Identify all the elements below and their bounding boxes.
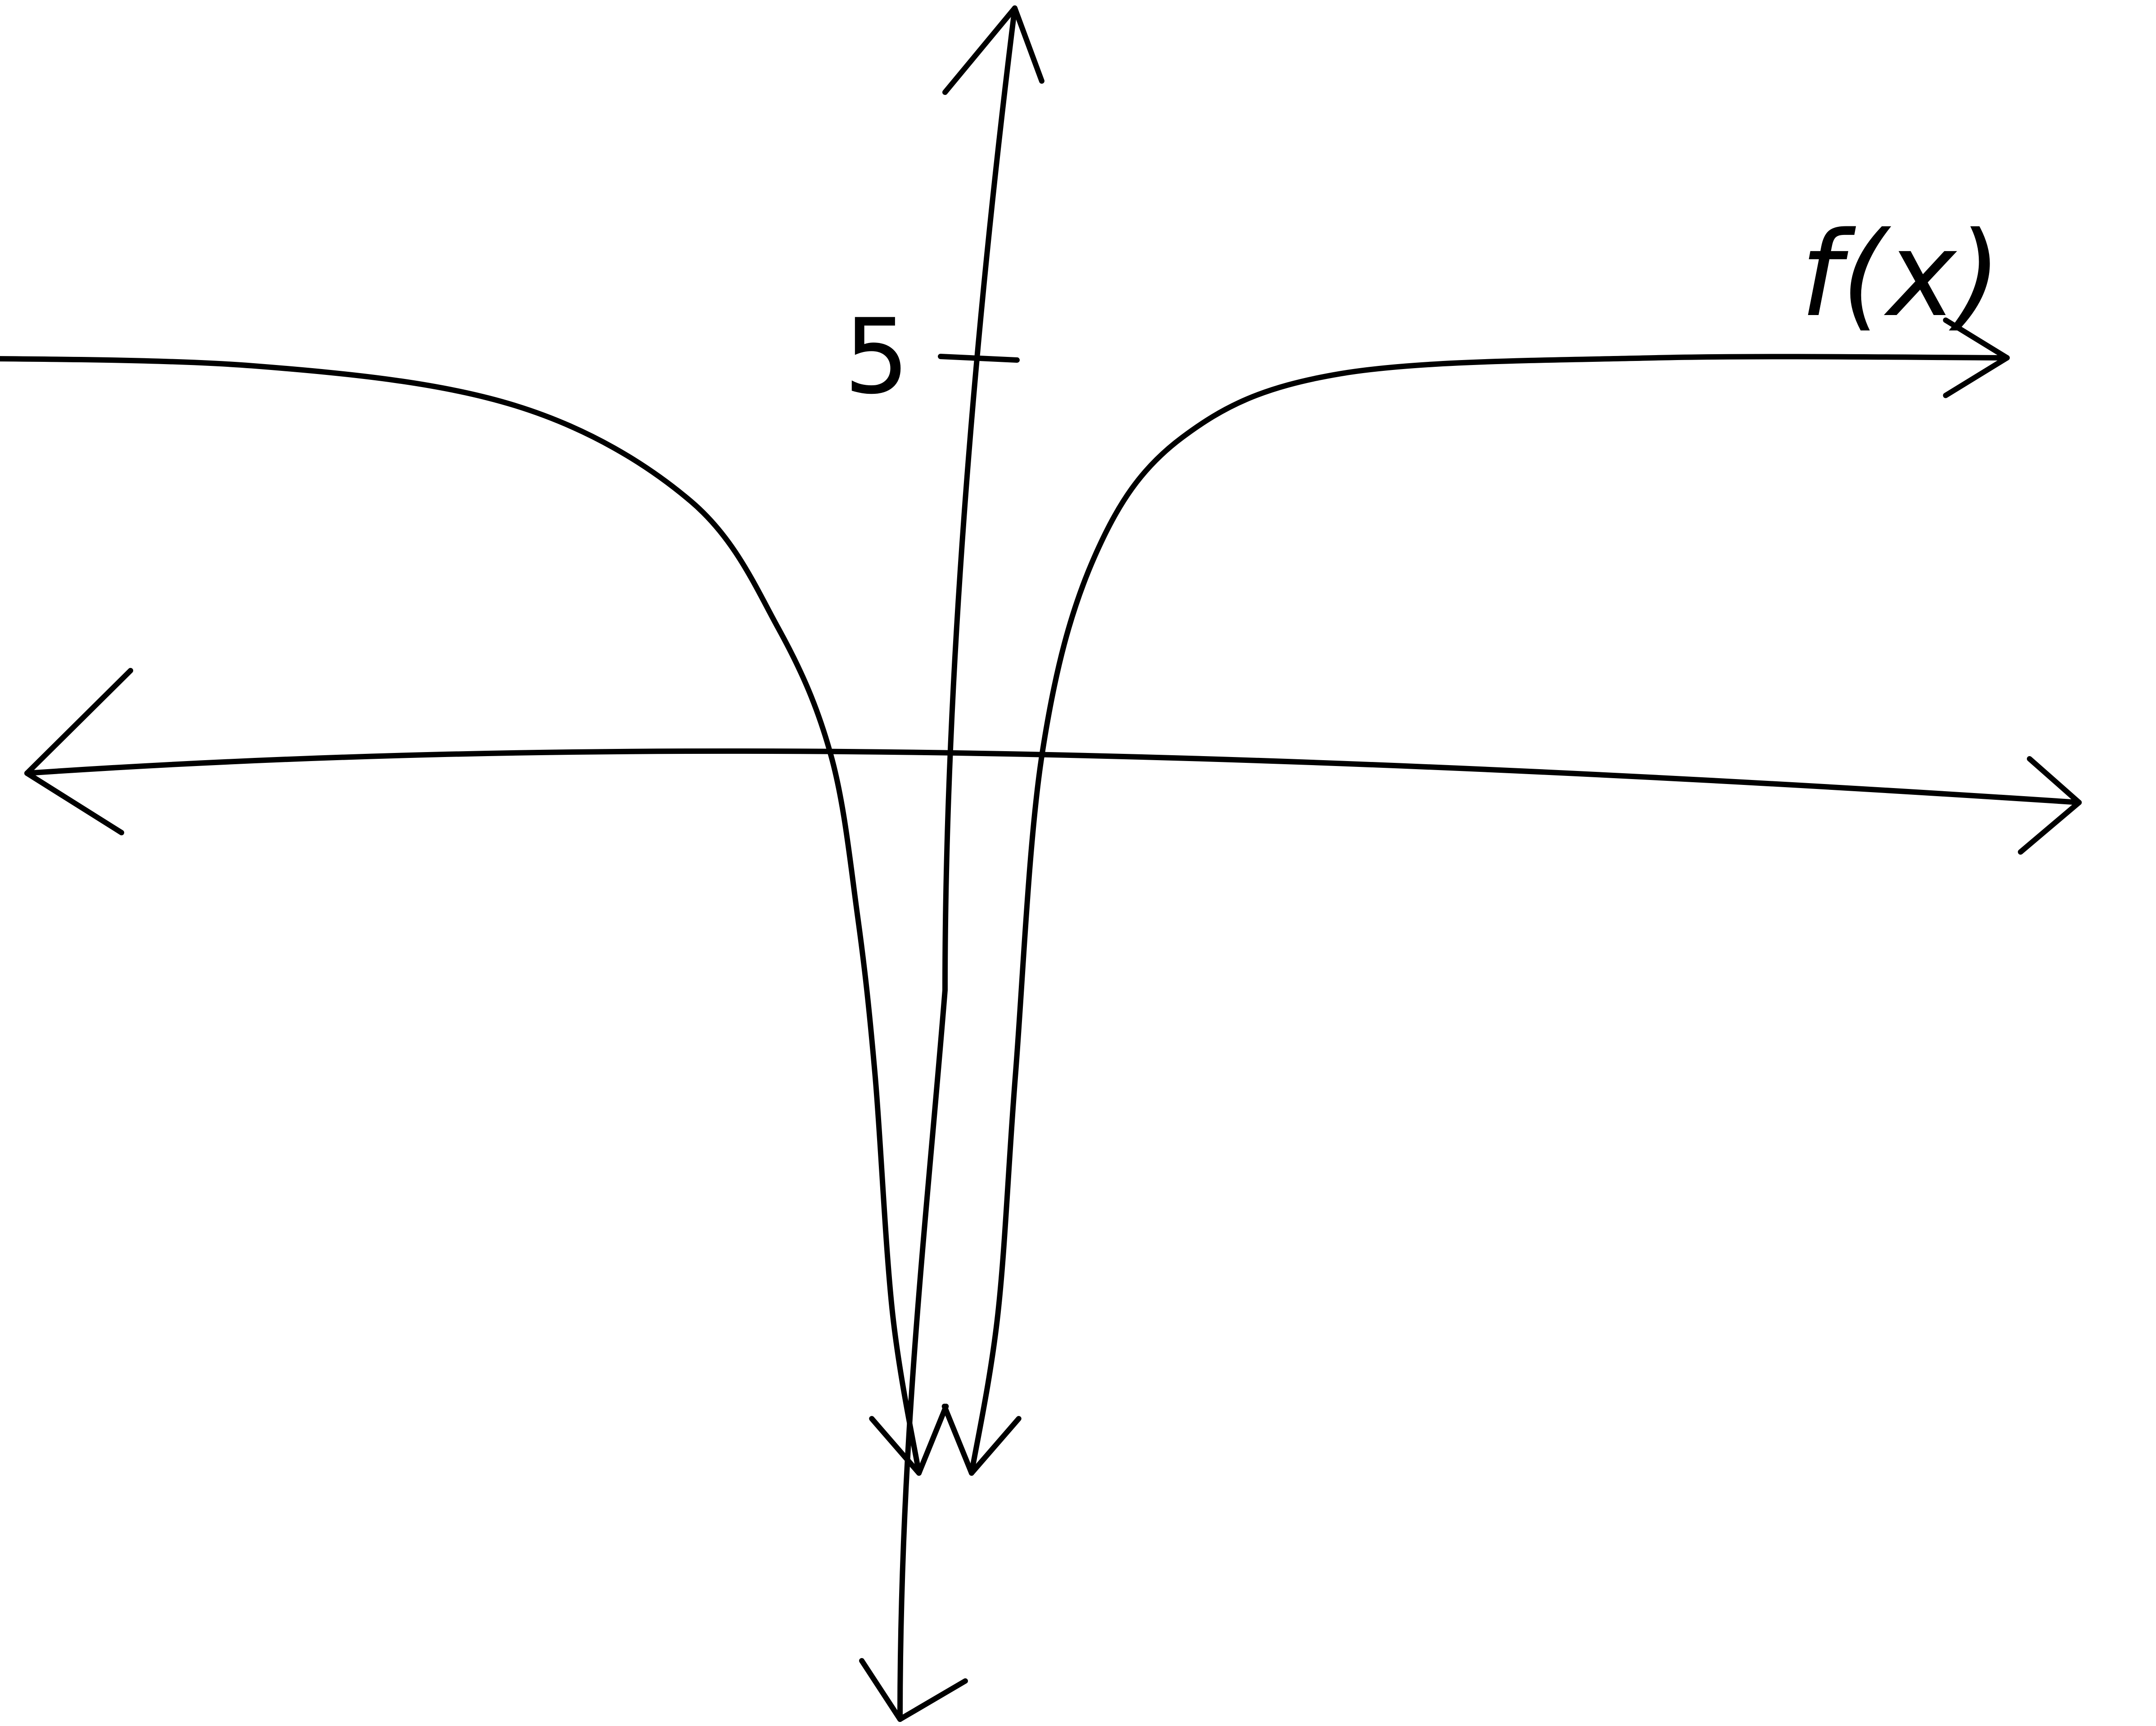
x-axis-right-arrow (2018, 756, 2082, 855)
y-tick-label-5: 5 (844, 297, 909, 417)
series-label: f(x) (1800, 207, 2002, 343)
curve-right-branch-right-arrow (1943, 317, 2010, 398)
curve-left-branch (0, 356, 922, 1476)
y-axis (897, 5, 1017, 1722)
function-curves (0, 317, 2010, 1476)
curve-right-branch (969, 354, 2010, 1476)
x-axis-left-arrow (24, 668, 133, 835)
curve-right-branch-bottom-arrow (941, 1403, 1022, 1476)
y-axis-top-arrow (942, 5, 1044, 95)
y-axis-bottom-arrow (859, 1658, 968, 1722)
axes (24, 5, 2082, 1722)
x-axis (24, 748, 2082, 805)
curve-left-branch-bottom-arrow (869, 1403, 949, 1476)
y-tick-5 (938, 354, 1020, 363)
